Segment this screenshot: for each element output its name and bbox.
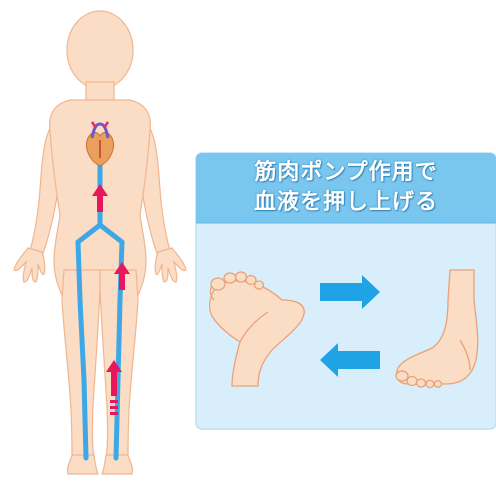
head	[67, 11, 133, 89]
arrow-stripe	[110, 412, 118, 415]
muscle-pump-panel	[196, 153, 496, 429]
arrow-stripe	[110, 400, 118, 403]
right-hand	[155, 248, 186, 282]
left-foot	[67, 455, 98, 474]
left-hand	[14, 248, 45, 282]
panel-header	[196, 153, 496, 223]
human-body	[14, 11, 186, 474]
arrow-stripe	[110, 406, 118, 409]
neck	[86, 82, 114, 102]
